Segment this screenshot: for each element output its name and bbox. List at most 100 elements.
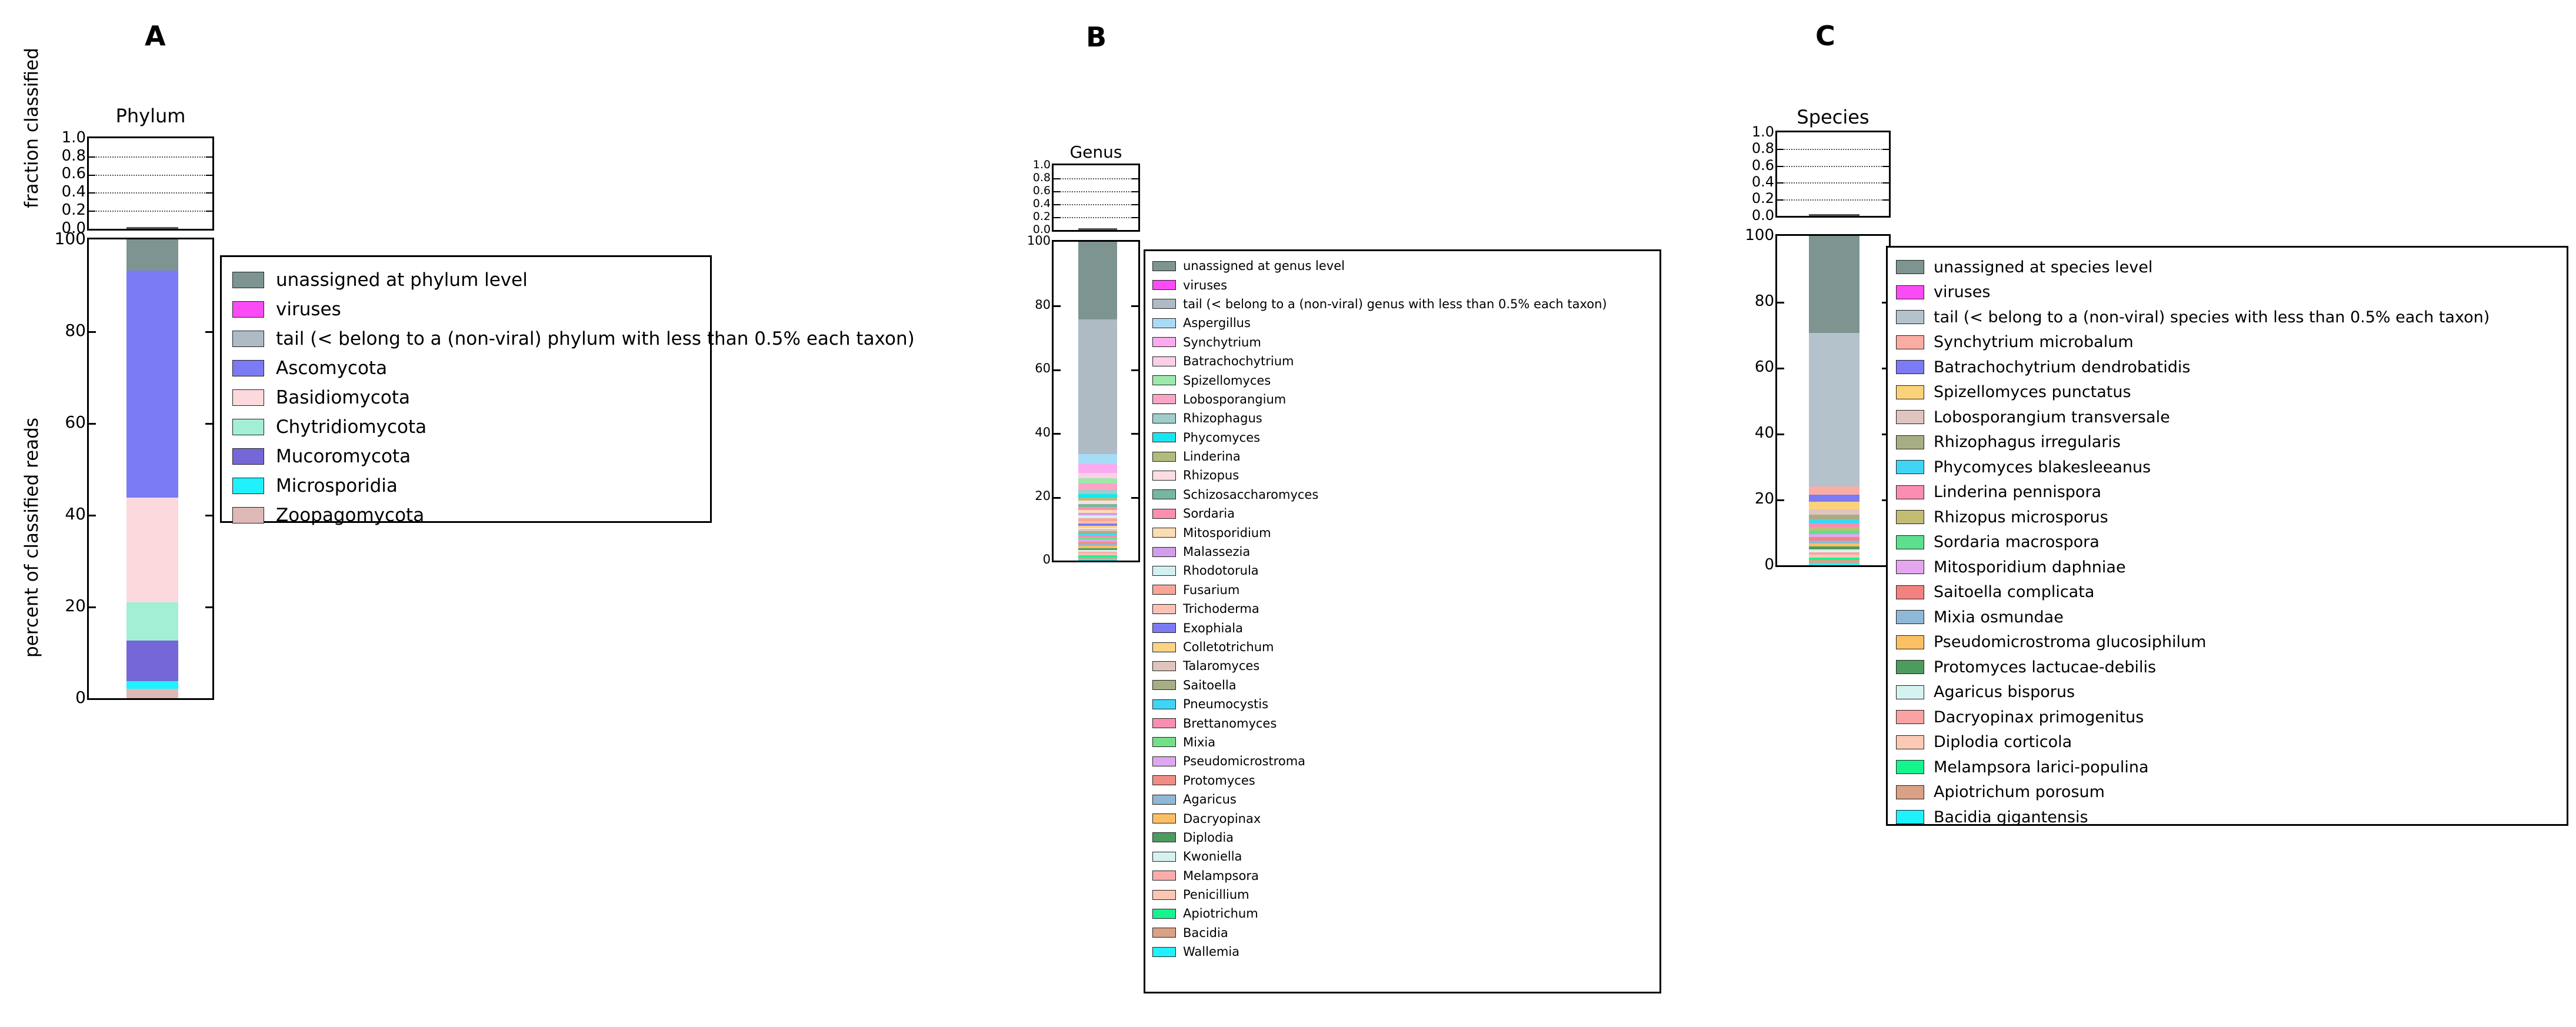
stack-segment xyxy=(1809,509,1859,515)
legend-item[interactable]: viruses xyxy=(1896,280,2560,305)
legend-item[interactable]: Saitoella complicata xyxy=(1896,580,2560,605)
legend-item[interactable]: unassigned at genus level xyxy=(1152,256,1654,275)
legend-item[interactable]: Basidiomycota xyxy=(232,384,701,411)
legend-item[interactable]: Dacryopinax primogenitus xyxy=(1896,705,2560,730)
legend-item[interactable]: Phycomyces xyxy=(1152,428,1654,447)
legend-item[interactable]: Melampsora xyxy=(1152,866,1654,885)
legend-item[interactable]: Batrachochytrium dendrobatidis xyxy=(1896,355,2560,380)
stack-segment xyxy=(1078,526,1117,529)
legend-item[interactable]: Ascomycota xyxy=(232,355,701,382)
legend-item[interactable]: Sordaria xyxy=(1152,504,1654,523)
legend-item[interactable]: Protomyces lactucae-debilis xyxy=(1896,655,2560,680)
legend-item[interactable]: Dacryopinax xyxy=(1152,809,1654,828)
stack-segment xyxy=(126,498,178,602)
legend-item[interactable]: Lobosporangium transversale xyxy=(1896,405,2560,430)
stack-segment xyxy=(1078,528,1117,531)
legend-item[interactable]: Talaromyces xyxy=(1152,656,1654,675)
stack-segment xyxy=(1078,501,1117,504)
legend-item[interactable]: Schizosaccharomyces xyxy=(1152,485,1654,504)
legend-item[interactable]: Kwoniella xyxy=(1152,847,1654,866)
legend-item[interactable]: Rhizophagus xyxy=(1152,409,1654,428)
tick-label: 0 xyxy=(1042,552,1051,567)
stack-segment xyxy=(1078,464,1117,473)
legend-item[interactable]: Batrachochytrium xyxy=(1152,352,1654,371)
stack-segment xyxy=(1809,333,1859,487)
legend-item[interactable]: Bacidia xyxy=(1152,923,1654,942)
legend-item[interactable]: Penicillium xyxy=(1152,885,1654,904)
legend-item[interactable]: Mixia xyxy=(1152,733,1654,752)
legend-item[interactable]: Wallemia xyxy=(1152,942,1654,961)
legend-item[interactable]: Saitoella xyxy=(1152,676,1654,695)
legend-item[interactable]: Spizellomyces punctatus xyxy=(1896,380,2560,405)
legend-item[interactable]: Sordaria macrospora xyxy=(1896,530,2560,555)
legend-item[interactable]: Agaricus bisporus xyxy=(1896,680,2560,705)
tick-mark xyxy=(1132,191,1138,192)
legend-item[interactable]: Diplodia corticola xyxy=(1896,730,2560,755)
legend-item[interactable]: Lobosporangium xyxy=(1152,390,1654,409)
legend-swatch-icon xyxy=(1152,318,1176,328)
legend-label: Diplodia xyxy=(1183,830,1234,845)
stack-segment xyxy=(126,239,178,271)
legend-item[interactable]: Phycomyces blakesleeanus xyxy=(1896,455,2560,480)
legend-item[interactable]: Linderina xyxy=(1152,447,1654,466)
legend-item[interactable]: viruses xyxy=(232,296,701,323)
legend-item[interactable]: Diplodia xyxy=(1152,828,1654,847)
legend-item[interactable]: Chytridiomycota xyxy=(232,414,701,441)
legend-item[interactable]: Mucoromycota xyxy=(232,443,701,470)
tick-label: 40 xyxy=(1035,425,1051,439)
legend-item[interactable]: Agaricus xyxy=(1152,790,1654,809)
legend-item[interactable]: Fusarium xyxy=(1152,581,1654,599)
tick-mark xyxy=(206,156,212,158)
legend-item[interactable]: Malassezia xyxy=(1152,542,1654,561)
tick-mark xyxy=(1882,182,1889,184)
tick-label: 0.0 xyxy=(1032,222,1051,236)
legend-item[interactable]: Apiotrichum porosum xyxy=(1896,780,2560,805)
legend-item[interactable]: Microsporidia xyxy=(232,472,701,499)
tick-mark xyxy=(1882,199,1889,201)
legend-item[interactable]: Apiotrichum xyxy=(1152,904,1654,923)
legend-swatch-icon xyxy=(1896,535,1924,549)
tick-mark xyxy=(1054,217,1060,218)
legend-item[interactable]: tail (< belong to a (non-viral) genus wi… xyxy=(1152,295,1654,314)
legend-item[interactable]: Pneumocystis xyxy=(1152,695,1654,713)
legend-item[interactable]: Trichoderma xyxy=(1152,599,1654,618)
stack-segment xyxy=(1809,515,1859,520)
legend-item[interactable]: Zoopagomycota xyxy=(232,502,701,529)
legend-item[interactable]: Bacidia gigantensis xyxy=(1896,805,2560,830)
legend-item[interactable]: tail (< belong to a (non-viral) species … xyxy=(1896,305,2560,330)
legend-item[interactable]: Rhizopus microsporus xyxy=(1896,505,2560,530)
legend-item[interactable]: Synchytrium xyxy=(1152,333,1654,352)
tick-label: 60 xyxy=(1035,361,1051,376)
legend-item[interactable]: Pseudomicrostroma glucosiphilum xyxy=(1896,630,2560,655)
legend-item[interactable]: viruses xyxy=(1152,275,1654,294)
legend-item[interactable]: tail (< belong to a (non-viral) phylum w… xyxy=(232,325,915,352)
legend-item[interactable]: Mitosporidium xyxy=(1152,523,1654,542)
stack-segment xyxy=(1809,562,1859,565)
legend-item[interactable]: Rhodotorula xyxy=(1152,561,1654,580)
legend-item[interactable]: Brettanomyces xyxy=(1152,713,1654,732)
legend-item[interactable]: Melampsora larici-populina xyxy=(1896,755,2560,780)
legend-item[interactable]: Exophiala xyxy=(1152,618,1654,637)
tick-mark xyxy=(205,606,212,608)
legend-label: viruses xyxy=(1183,278,1228,292)
legend-item[interactable]: unassigned at species level xyxy=(1896,255,2560,280)
legend-swatch-icon xyxy=(1896,560,1924,575)
tick-label: 0.8 xyxy=(61,146,86,165)
legend-item[interactable]: Mitosporidium daphniae xyxy=(1896,555,2560,580)
legend-item[interactable]: Rhizopus xyxy=(1152,466,1654,485)
legend-item[interactable]: Pseudomicrostroma xyxy=(1152,752,1654,771)
legend-item[interactable]: Mixia osmundae xyxy=(1896,605,2560,630)
legend-swatch-icon xyxy=(1896,635,1924,649)
panel-a-title: Phylum xyxy=(115,105,186,127)
legend-item[interactable]: unassigned at phylum level xyxy=(232,266,701,294)
legend-item[interactable]: Colletotrichum xyxy=(1152,638,1654,656)
legend-item[interactable]: Protomyces xyxy=(1152,771,1654,790)
legend-item[interactable]: Aspergillus xyxy=(1152,314,1654,332)
legend-label: Ascomycota xyxy=(276,358,388,379)
legend-item[interactable]: Rhizophagus irregularis xyxy=(1896,430,2560,455)
legend-item[interactable]: Spizellomyces xyxy=(1152,371,1654,389)
legend-item[interactable]: Synchytrium microbalum xyxy=(1896,330,2560,355)
legend-item[interactable]: Linderina pennispora xyxy=(1896,480,2560,505)
stack-segment xyxy=(1809,523,1859,527)
